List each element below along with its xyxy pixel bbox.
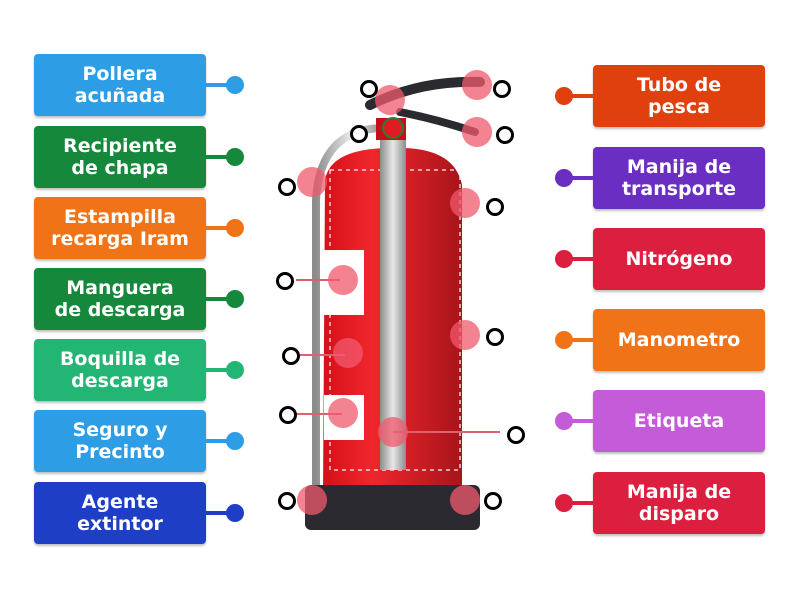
- hotspot: [378, 417, 408, 447]
- connector: [563, 94, 593, 98]
- label-text: Manguera de descarga: [54, 277, 186, 321]
- connector: [206, 297, 236, 301]
- label-agente-extintor[interactable]: Agente extintor: [34, 482, 244, 544]
- drop-zone[interactable]: [350, 125, 368, 143]
- label-etiqueta[interactable]: Etiqueta: [555, 390, 765, 452]
- label-text: Nitrógeno: [625, 248, 733, 270]
- label-text: Manometro: [617, 329, 741, 351]
- hotspot: [450, 188, 480, 218]
- drop-zone[interactable]: [278, 492, 296, 510]
- drop-zone[interactable]: [484, 492, 502, 510]
- label-manija-de-transporte[interactable]: Manija de transporte: [555, 147, 765, 209]
- connector: [563, 419, 593, 423]
- label-tubo-de-pesca[interactable]: Tubo de pesca: [555, 65, 765, 127]
- connector: [206, 511, 236, 515]
- connector: [206, 439, 236, 443]
- label-manometro[interactable]: Manometro: [555, 309, 765, 371]
- label-text: Seguro y Precinto: [72, 419, 168, 463]
- drop-zone[interactable]: [507, 426, 525, 444]
- connector: [563, 176, 593, 180]
- drop-zone[interactable]: [360, 80, 378, 98]
- drop-zone[interactable]: [276, 272, 294, 290]
- label-text: Estampilla recarga Iram: [51, 206, 189, 250]
- label-manguera-de-descarga[interactable]: Manguera de descarga: [34, 268, 244, 330]
- connector: [206, 155, 236, 159]
- label-text: Manija de disparo: [626, 481, 732, 525]
- drag-handle[interactable]: [555, 331, 573, 349]
- connector: [206, 368, 236, 372]
- drag-handle[interactable]: [555, 494, 573, 512]
- drop-zone[interactable]: [279, 406, 297, 424]
- hotspot: [328, 265, 358, 295]
- label-recipiente-de-chapa[interactable]: Recipiente de chapa: [34, 126, 244, 188]
- label-nitrogeno[interactable]: Nitrógeno: [555, 228, 765, 290]
- hotspot: [297, 167, 327, 197]
- drop-zone[interactable]: [278, 178, 296, 196]
- label-text: Pollera acuñada: [74, 63, 166, 107]
- drag-handle[interactable]: [226, 504, 244, 522]
- drop-zone[interactable]: [282, 347, 300, 365]
- drag-handle[interactable]: [226, 148, 244, 166]
- hotspot: [333, 338, 363, 368]
- drag-handle[interactable]: [226, 219, 244, 237]
- label-boquilla-de-descarga[interactable]: Boquilla de descarga: [34, 339, 244, 401]
- label-text: Boquilla de descarga: [59, 348, 181, 392]
- drag-handle[interactable]: [555, 250, 573, 268]
- hotspot: [328, 398, 358, 428]
- hotspot: [462, 70, 492, 100]
- label-text: Tubo de pesca: [636, 74, 722, 118]
- drag-handle[interactable]: [226, 290, 244, 308]
- label-seguro-y-precinto[interactable]: Seguro y Precinto: [34, 410, 244, 472]
- drop-zone[interactable]: [486, 198, 504, 216]
- hotspot: [462, 117, 492, 147]
- drop-zone[interactable]: [486, 328, 504, 346]
- drop-zone[interactable]: [496, 126, 514, 144]
- connector: [563, 501, 593, 505]
- drag-handle[interactable]: [226, 76, 244, 94]
- connector: [206, 226, 236, 230]
- label-text: Recipiente de chapa: [63, 135, 177, 179]
- label-text: Etiqueta: [633, 410, 725, 432]
- drag-handle[interactable]: [555, 87, 573, 105]
- label-manija-de-disparo[interactable]: Manija de disparo: [555, 472, 765, 534]
- hotspot: [375, 85, 405, 115]
- drag-handle[interactable]: [226, 432, 244, 450]
- connector: [563, 338, 593, 342]
- label-text: Manija de transporte: [621, 156, 737, 200]
- connector: [563, 257, 593, 261]
- drop-zone[interactable]: [493, 80, 511, 98]
- drag-handle[interactable]: [226, 361, 244, 379]
- label-pollera-acunada[interactable]: Pollera acuñada: [34, 54, 244, 116]
- connector: [206, 83, 236, 87]
- hotspot: [297, 485, 327, 515]
- drag-handle[interactable]: [555, 169, 573, 187]
- drag-handle[interactable]: [555, 412, 573, 430]
- label-text: Agente extintor: [77, 491, 163, 535]
- label-estampilla-recarga-iram[interactable]: Estampilla recarga Iram: [34, 197, 244, 259]
- hotspot: [450, 485, 480, 515]
- hotspot: [450, 320, 480, 350]
